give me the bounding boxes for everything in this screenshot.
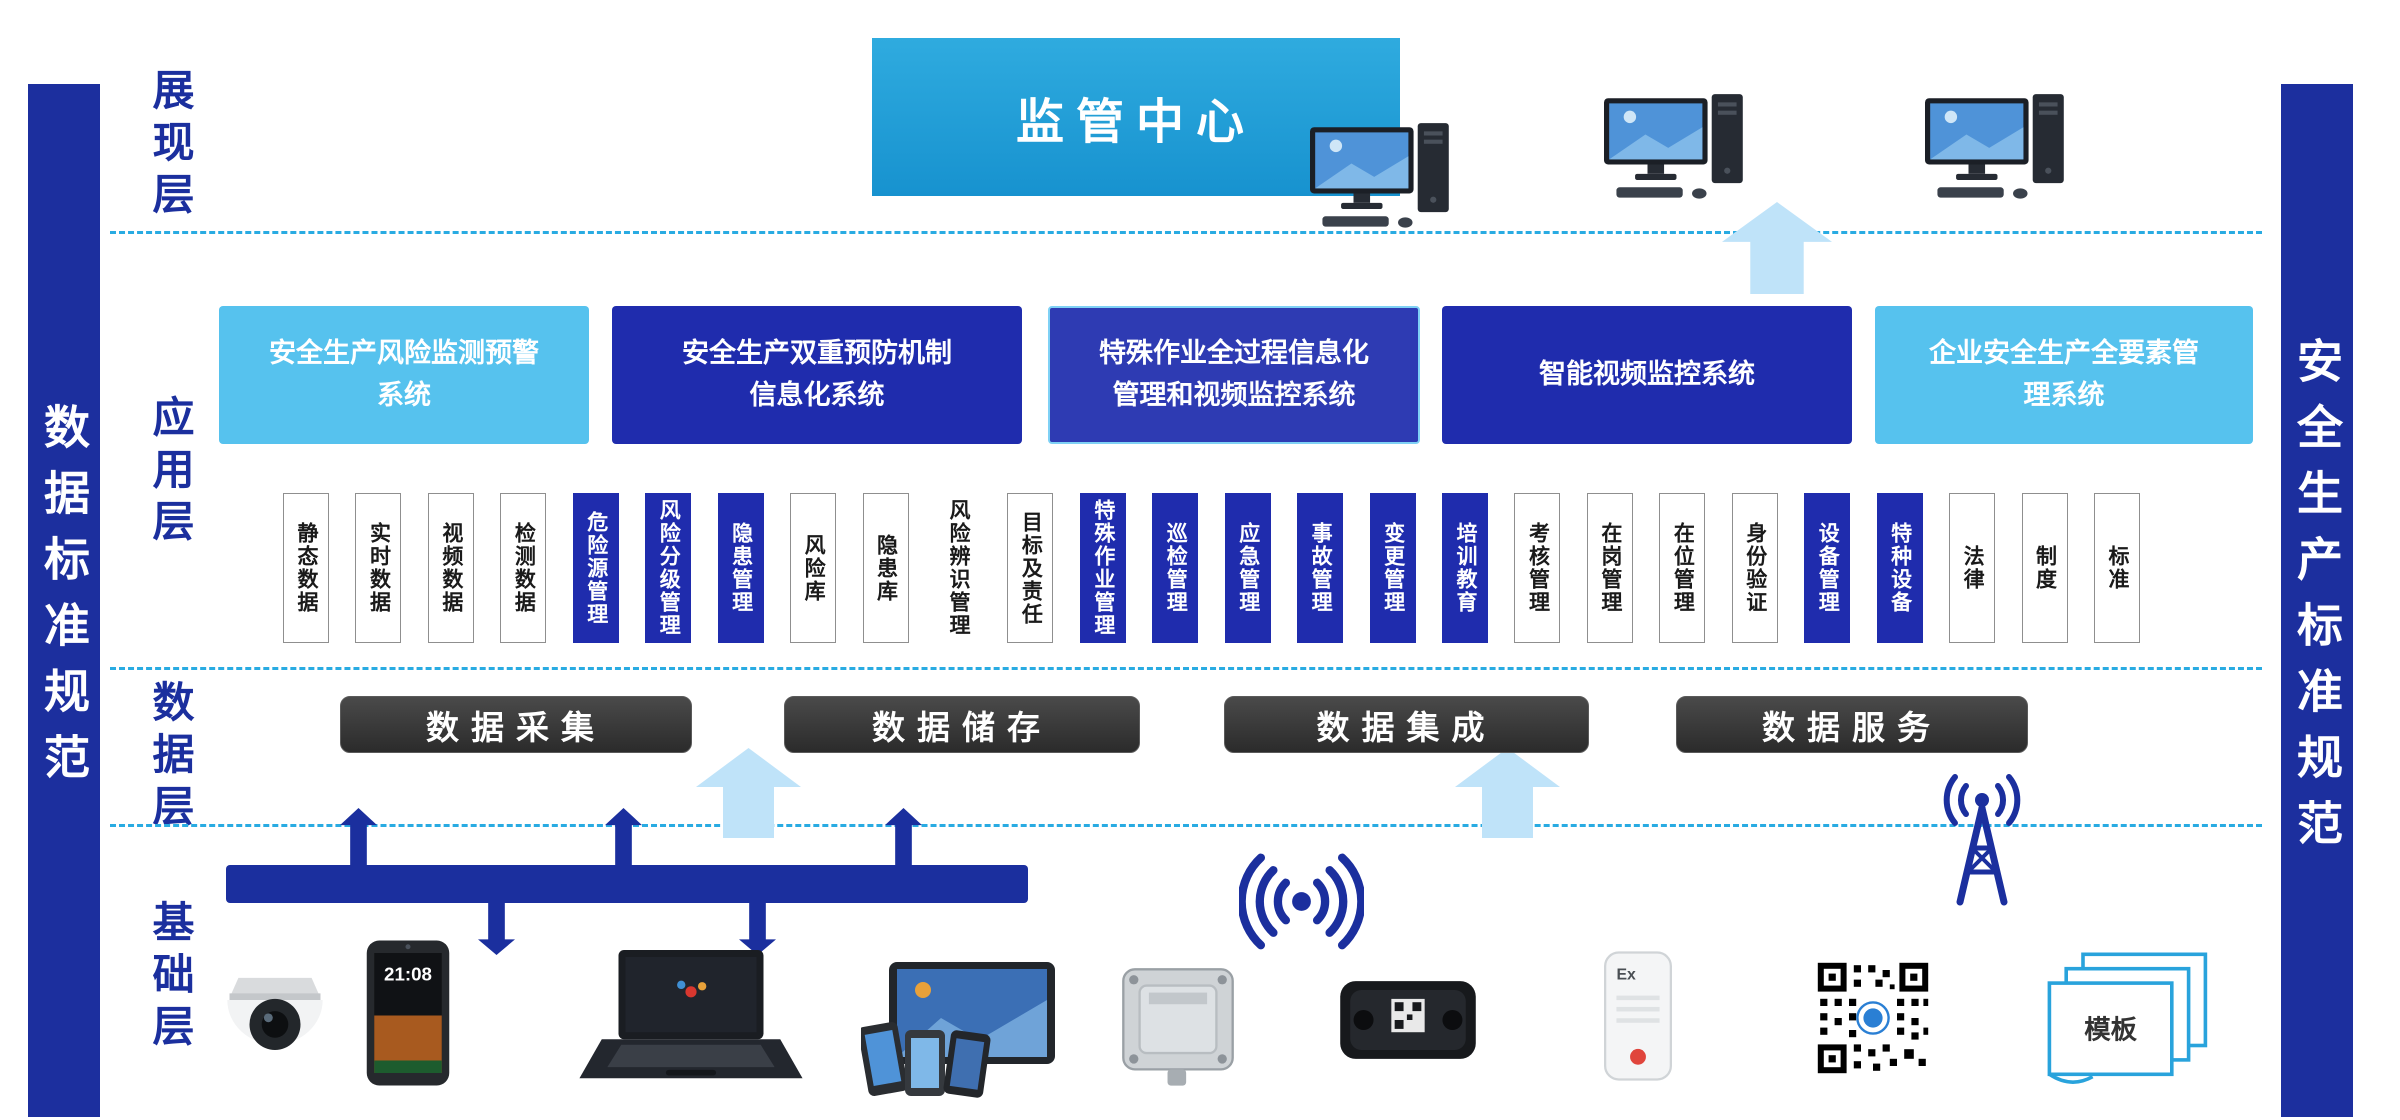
down-arrow-icon [739,903,776,955]
module-chip: 危险源管理 [572,493,619,643]
desktop-computer-image [1925,94,2064,199]
laptop-image [579,950,803,1079]
wifi-signal-icon [1239,853,1364,950]
up-arrow-icon [1722,202,1832,294]
rugged-phone-image: 21:08 [366,940,450,1086]
module-chip: 变更管理 [1369,493,1416,643]
up-arrow-icon [1455,748,1560,838]
phone-clock-text: 21:08 [384,964,432,985]
module-chip: 法律 [1949,493,1996,643]
right-rail-safety-standards: 安全生产标准规范 [2281,84,2353,1117]
qr-code-image [1813,958,1933,1078]
module-chip: 检测数据 [500,493,547,643]
module-chip: 设备管理 [1804,493,1851,643]
module-chip: 风险库 [790,493,837,643]
module-chip: 风险分级管理 [645,493,692,643]
antenna-tower-icon [1943,774,2021,906]
module-chip: 制度 [2021,493,2068,643]
system-box-all-factor-management: 企业安全生产全要素管 理系统 [1875,306,2253,444]
left-rail-data-standards: 数据标准规范 [28,84,100,1117]
module-chip: 特殊作业管理 [1079,493,1126,643]
module-chip: 考核管理 [1514,493,1561,643]
system-box-line: 系统 [377,380,431,410]
module-chip: 隐患库 [862,493,909,643]
module-chip: 风险辨识管理 [946,499,970,637]
ex-marking-text: Ex [1616,967,1636,984]
system-box-line: 企业安全生产全要素管 [1929,338,2199,369]
separator-line-1 [110,231,2262,234]
up-arrow-icon [340,808,377,865]
module-chip-row: 静态数据 实时数据 视频数据 检测数据 危险源管理 风险分级管理 隐患管理 风险… [283,493,2140,643]
module-chip: 静态数据 [283,493,329,643]
system-box-special-operations: 特殊作业全过程信息化 管理和视频监控系统 [1048,306,1420,444]
desktop-computer-image [1310,123,1449,228]
template-docs-image: 模板 [2047,952,2208,1084]
template-label-text: 模板 [2084,1014,2137,1044]
module-chip: 培训教育 [1442,493,1488,643]
down-arrow-icon [478,903,515,955]
system-box-line: 理系统 [2023,380,2105,410]
data-box-storage: 数据储存 [784,696,1140,753]
system-box-smart-video-surveillance: 智能视频监控系统 [1442,306,1852,444]
system-box-line: 管理和视频监控系统 [1112,380,1356,410]
module-chip: 标准 [2093,493,2140,643]
tablet-and-phones-image [861,962,1055,1098]
system-box-line: 安全生产双重预防机制 [682,338,952,369]
data-box-collection: 数据采集 [340,696,692,753]
module-chip: 目标及责任 [1007,493,1054,643]
module-chip: 特种设备 [1876,493,1923,643]
system-box-line: 特殊作业全过程信息化 [1099,338,1369,369]
module-chip: 身份验证 [1731,493,1778,643]
module-chip: 在岗管理 [1586,493,1633,643]
layer-label-application: 应用层 [147,395,194,551]
system-box-line: 智能视频监控系统 [1539,359,1755,390]
system-box-dual-prevention: 安全生产双重预防机制 信息化系统 [612,306,1022,444]
module-chip: 隐患管理 [717,493,764,643]
dome-camera-image [227,977,323,1050]
junction-box-image [1122,968,1234,1086]
up-arrow-icon [696,748,801,838]
data-box-service: 数据服务 [1676,696,2028,753]
layer-label-data: 数据层 [147,680,194,836]
system-box-line: 安全生产风险监测预警 [269,338,539,369]
system-box-risk-monitoring-warning: 安全生产风险监测预警 系统 [219,306,589,444]
separator-line-3 [110,824,2262,827]
data-box-integration: 数据集成 [1224,696,1589,753]
module-chip: 巡检管理 [1152,493,1199,643]
ex-sensor-image: Ex [1604,951,1672,1081]
desktop-computer-image [1604,94,1743,199]
layer-label-presentation: 展现层 [147,68,194,224]
module-chip: 应急管理 [1224,493,1271,643]
system-box-line: 信息化系统 [749,380,885,410]
data-bus-bar [226,865,1028,903]
module-chip: 视频数据 [427,493,474,643]
separator-line-2 [110,667,2262,670]
layer-label-foundation: 基础层 [147,900,194,1056]
module-chip: 在位管理 [1659,493,1706,643]
up-arrow-icon [605,808,642,865]
up-arrow-icon [885,808,922,865]
module-chip: 实时数据 [355,493,402,643]
gas-detector-image [1340,981,1476,1059]
module-chip: 事故管理 [1297,493,1344,643]
